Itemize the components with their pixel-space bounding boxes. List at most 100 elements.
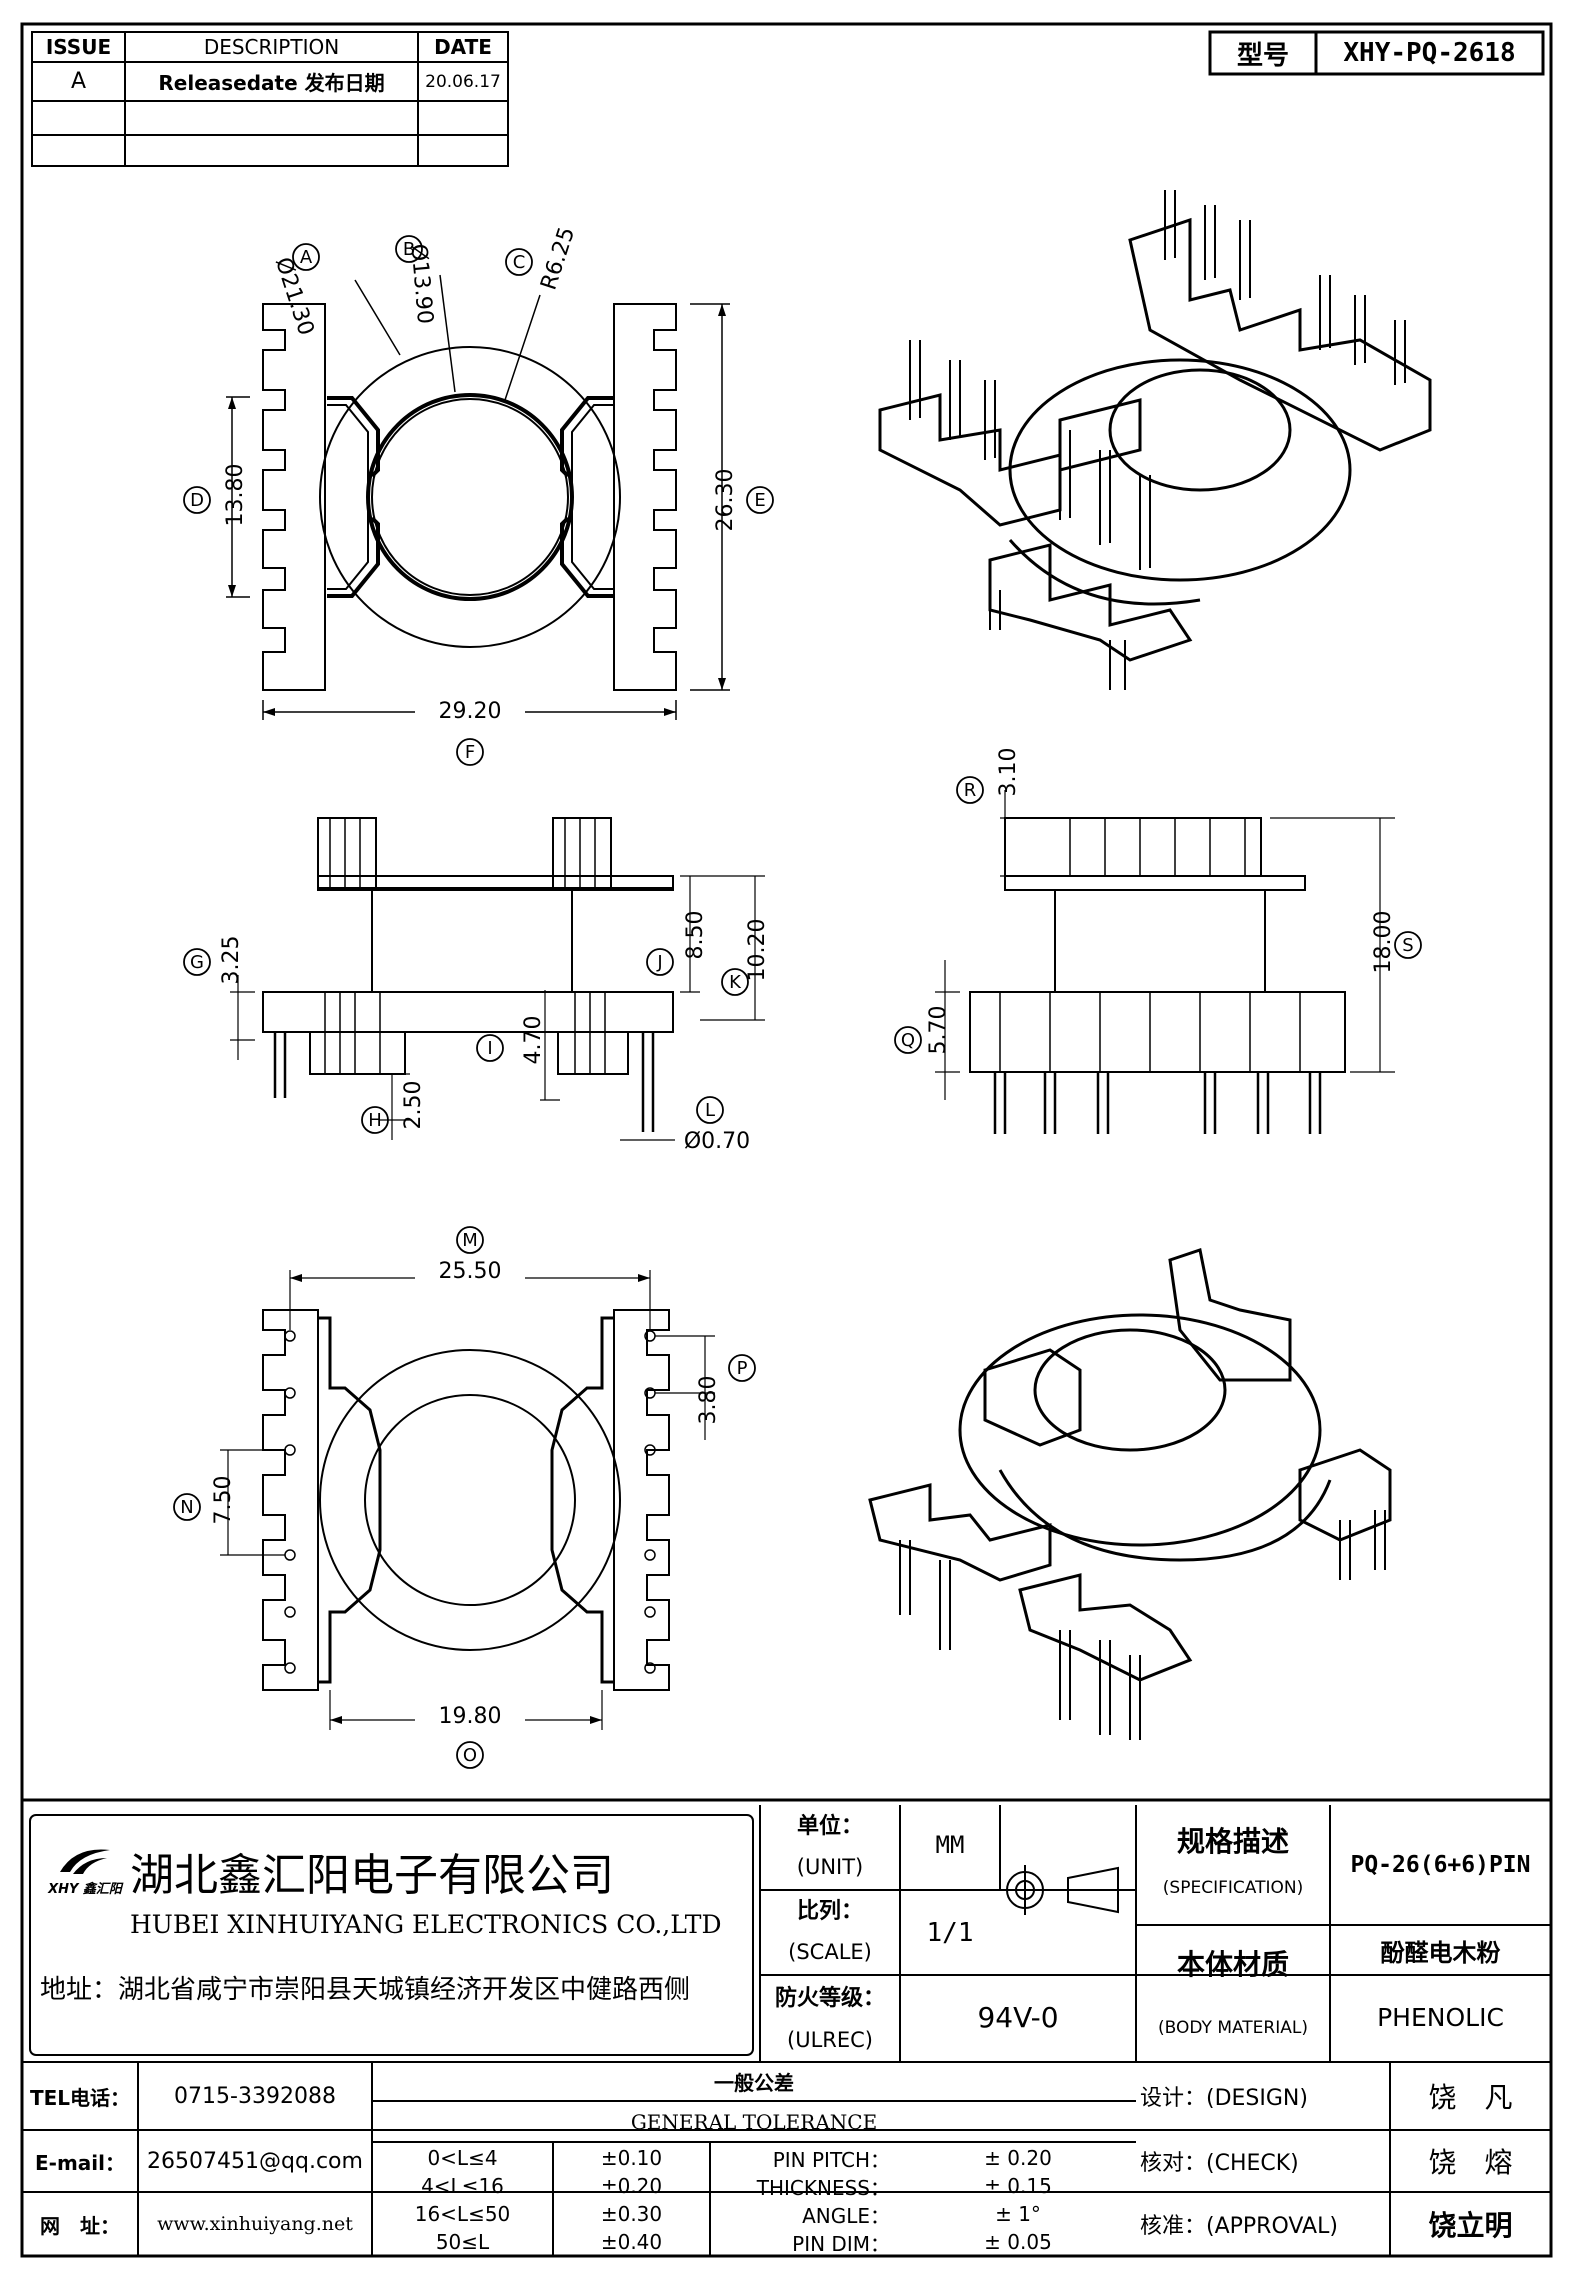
callout-b: B — [402, 238, 416, 260]
dimension-h-value: 2.50 — [400, 1080, 426, 1130]
dimension-d-value: 13.80 — [222, 463, 248, 527]
tolerance-item-value-4: ± 0.05 — [984, 2230, 1052, 2254]
revision-header-date: DATE — [434, 35, 492, 59]
revision-header-issue: ISSUE — [45, 35, 112, 59]
callout-a: A — [299, 246, 313, 268]
dimension-k-value: 10.20 — [744, 918, 770, 982]
callout-g: G — [190, 951, 204, 973]
tolerance-value-2: ±0.20 — [600, 2174, 663, 2198]
company-address: 地址：湖北省咸宁市崇阳县天城镇经济开发区中健路西侧 — [40, 1974, 691, 2005]
company-logo: XHY 鑫汇阳 — [40, 1840, 130, 1900]
company-name-cn: 湖北鑫汇阳电子有限公司 — [130, 1850, 614, 1901]
tel-value: 0715-3392088 — [174, 2083, 336, 2109]
dimension-l-value: Ø0.70 — [683, 1128, 751, 1154]
scale-value: 1/1 — [926, 1917, 974, 1948]
dimension-i-value: 4.70 — [520, 1015, 546, 1065]
tolerance-item-value-3: ± 1° — [995, 2202, 1041, 2226]
design-label: 设计：(DESIGN) — [1140, 2086, 1308, 2111]
email-value: 26507451@qq.com — [147, 2148, 363, 2174]
dimension-e-value: 26.30 — [712, 468, 738, 532]
website-label: 网 址： — [40, 2213, 120, 2238]
tolerance-range-3: 16<L≤50 — [414, 2202, 511, 2226]
dimension-r-value: 3.10 — [995, 747, 1021, 797]
callout-s: S — [1402, 934, 1414, 956]
callout-j: J — [657, 951, 663, 973]
callout-k: K — [729, 971, 741, 993]
tolerance-item-value-2: ± 0.15 — [984, 2174, 1052, 2198]
callout-i: I — [487, 1037, 493, 1059]
callout-h: H — [368, 1109, 382, 1131]
callout-n: N — [180, 1496, 194, 1518]
iso-view-bottom — [868, 1248, 1392, 1740]
revision-description: Releasedate 发布日期 — [158, 71, 385, 95]
model-label: 型号 — [1236, 40, 1289, 71]
scale-label-en: (SCALE) — [788, 1940, 872, 1964]
material-value-en: PHENOLIC — [1377, 2003, 1504, 2032]
check-name: 饶 熔 — [1428, 2146, 1513, 2179]
tolerance-item-value-1: ± 0.20 — [984, 2146, 1052, 2170]
callout-f: F — [464, 741, 476, 763]
tolerance-range-1: 0<L≤4 — [427, 2146, 498, 2170]
callout-o: O — [462, 1744, 478, 1766]
dimension-j-value: 8.50 — [682, 910, 708, 960]
callout-d: D — [190, 489, 204, 511]
callout-q: Q — [900, 1029, 916, 1051]
dimension-s-value: 18.00 — [1370, 910, 1396, 974]
fire-rating-label-en: (ULREC) — [787, 2028, 873, 2052]
material-value-cn: 酚醛电木粉 — [1380, 1938, 1501, 1967]
front-view — [230, 817, 765, 1141]
callout-r: R — [963, 779, 977, 801]
scale-label: 比列： — [796, 1899, 863, 1924]
spec-value: PQ-26(6+6)PIN — [1350, 1852, 1531, 1878]
tolerance-item-4: PIN DIM： — [792, 2231, 890, 2256]
tolerance-value-3: ±0.30 — [600, 2202, 663, 2226]
model-number: XHY-PQ-2618 — [1343, 38, 1516, 68]
design-name: 饶 凡 — [1428, 2081, 1513, 2114]
dimension-f-value: 29.20 — [415, 698, 525, 724]
dimension-b-value: Ø13.90 — [405, 242, 438, 326]
dimension-g-value: 3.25 — [218, 935, 244, 985]
revision-issue: A — [70, 69, 87, 94]
tel-label: TEL电话： — [29, 2085, 131, 2110]
dimension-q-value: 5.70 — [925, 1005, 951, 1055]
dimension-o-value: 19.80 — [415, 1703, 525, 1729]
fire-rating-value: 94V-0 — [977, 2001, 1059, 2034]
spec-label-en: (SPECIFICATION) — [1162, 1878, 1304, 1898]
callout-circles — [173, 235, 1422, 1769]
website-value: www.xinhuiyang.net — [157, 2213, 353, 2235]
side-view — [935, 790, 1395, 1134]
iso-view-top — [878, 190, 1432, 690]
dimension-p-value: 3.80 — [695, 1375, 721, 1425]
company-name-en: HUBEI XINHUIYANG ELECTRONICS CO.,LTD — [130, 1909, 722, 1939]
tolerance-value-1: ±0.10 — [600, 2146, 663, 2170]
logo-text: XHY 鑫汇阳 — [48, 1881, 122, 1897]
revision-header-description: DESCRIPTION — [203, 35, 340, 59]
approval-name: 饶立明 — [1428, 2209, 1513, 2242]
callout-p: P — [736, 1357, 748, 1379]
material-label: 本体材质 — [1176, 1947, 1289, 1981]
approval-label: 核准：(APPROVAL) — [1140, 2214, 1338, 2239]
tolerance-range-4: 50≤L — [435, 2230, 490, 2254]
tolerance-item-1: PIN PITCH： — [772, 2147, 890, 2172]
tolerance-item-3: ANGLE： — [802, 2203, 890, 2228]
material-label-en: (BODY MATERIAL) — [1158, 2017, 1308, 2038]
spec-label: 规格描述 — [1176, 1825, 1289, 1858]
callout-c: C — [512, 251, 526, 273]
dimension-n-value: 7.50 — [210, 1475, 236, 1525]
fire-rating-label: 防火等级： — [774, 1986, 885, 2011]
dimension-c-value: R6.25 — [535, 224, 580, 293]
tolerance-title-en: GENERAL TOLERANCE — [630, 2109, 878, 2134]
tolerance-value-4: ±0.40 — [600, 2230, 663, 2254]
bottom-view — [220, 1270, 715, 1730]
unit-label: 单位： — [796, 1814, 863, 1839]
tolerance-item-2: THICKNESS： — [756, 2175, 890, 2200]
callout-m: M — [462, 1229, 478, 1251]
callout-e: E — [754, 489, 766, 511]
dimension-m-value: 25.50 — [415, 1258, 525, 1284]
tolerance-range-2: 4<L≤16 — [421, 2174, 504, 2198]
unit-value: MM — [935, 1831, 965, 1859]
revision-date: 20.06.17 — [425, 71, 501, 92]
email-label: E-mail： — [34, 2150, 125, 2175]
check-label: 核对：(CHECK) — [1140, 2151, 1299, 2176]
